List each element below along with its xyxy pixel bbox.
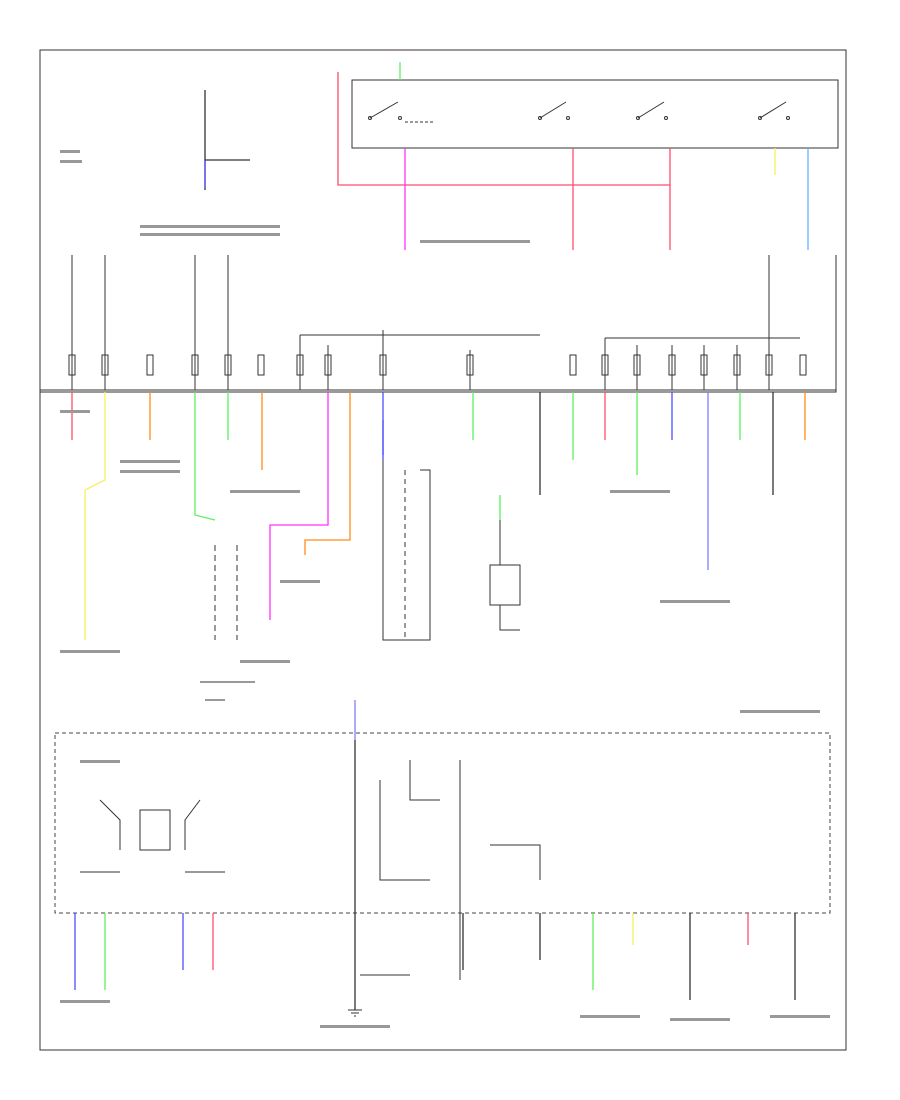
left-relay [200, 545, 255, 701]
relay-switch-1 [368, 101, 435, 123]
wire-out-magenta [269, 392, 329, 620]
relay-box-top [351, 79, 839, 149]
outer-border [39, 49, 847, 1051]
wire-out-orange-3 [304, 392, 351, 555]
fuse-block-main [39, 389, 837, 393]
junction-block-lower [54, 732, 831, 914]
ground-symbol [348, 1009, 362, 1017]
relay-switch-3 [636, 101, 668, 120]
fuse-drops [71, 255, 800, 390]
relay-switch-2 [538, 101, 570, 120]
label-placeholders [60, 150, 830, 1028]
wire-out-yellow [84, 392, 106, 640]
lower-relays [80, 760, 541, 980]
fuse-symbols [68, 354, 807, 376]
relay-switch-4 [758, 101, 790, 120]
red-feed-wire [337, 72, 671, 186]
middle-relay [382, 460, 521, 641]
wire-out-green-1 [194, 392, 216, 521]
